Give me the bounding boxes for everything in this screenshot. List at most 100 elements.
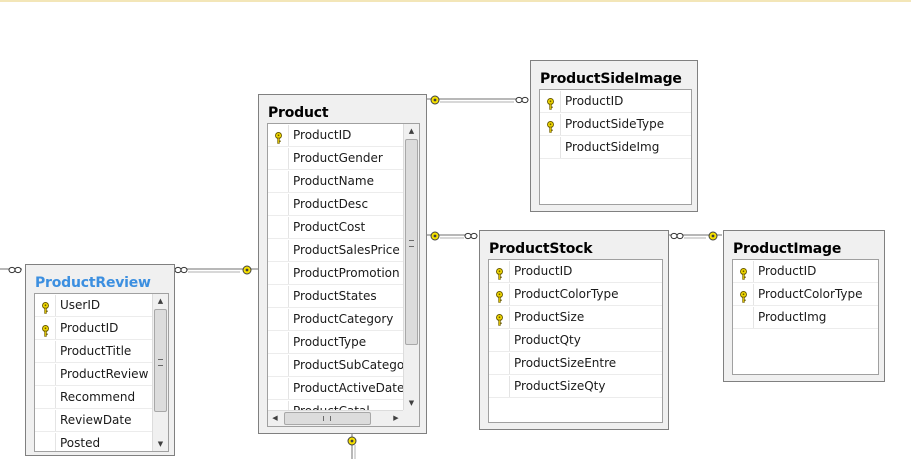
link-productstock-productimage[interactable] — [669, 231, 722, 241]
column-name: ProductCategory — [293, 312, 394, 326]
row-divider — [268, 399, 403, 400]
link-product-productstock[interactable] — [427, 231, 478, 241]
row-selector[interactable] — [268, 355, 289, 376]
link-product-productreview[interactable] — [174, 265, 258, 275]
row-selector[interactable] — [35, 341, 56, 362]
column-row[interactable]: ProductID — [733, 260, 878, 283]
column-row[interactable]: ProductCost — [268, 216, 403, 239]
column-row[interactable]: ProductSizeQty — [489, 375, 662, 398]
row-selector[interactable] — [268, 309, 289, 330]
table-title: ProductReview — [35, 275, 151, 291]
row-selector[interactable] — [540, 137, 561, 158]
column-row[interactable]: ReviewDate — [35, 409, 152, 432]
column-row[interactable]: ProductID — [35, 317, 152, 340]
row-selector[interactable] — [733, 261, 754, 282]
column-name: ProductID — [514, 264, 573, 278]
row-selector[interactable] — [268, 286, 289, 307]
column-row[interactable]: ProductSalesPrice — [268, 239, 403, 262]
row-selector[interactable] — [268, 217, 289, 238]
column-row[interactable]: ProductGender — [268, 147, 403, 170]
row-selector[interactable] — [268, 263, 289, 284]
scroll-thumb[interactable] — [154, 309, 167, 412]
row-selector[interactable] — [733, 284, 754, 305]
row-selector[interactable] — [268, 332, 289, 353]
scroll-up-icon[interactable]: ▲ — [408, 127, 415, 135]
row-selector[interactable] — [489, 330, 510, 351]
link-offscreen-bottom[interactable] — [347, 433, 357, 459]
column-row[interactable]: ProductReview — [35, 363, 152, 386]
row-selector[interactable] — [268, 240, 289, 261]
column-row[interactable]: ProductColorType — [733, 283, 878, 306]
column-row[interactable]: ProductID — [489, 260, 662, 283]
column-row[interactable]: ProductID — [540, 90, 691, 113]
row-selector[interactable] — [540, 91, 561, 112]
scroll-right-icon[interactable]: ▶ — [393, 414, 399, 422]
row-selector[interactable] — [489, 284, 510, 305]
scroll-down-icon[interactable]: ▼ — [408, 399, 415, 407]
column-row[interactable]: Recommend — [35, 386, 152, 409]
column-row[interactable]: ProductImg — [733, 306, 878, 329]
column-row[interactable]: ProductSideImg — [540, 136, 691, 159]
row-selector[interactable] — [268, 148, 289, 169]
scroll-thumb[interactable] — [284, 412, 371, 425]
row-selector[interactable] — [268, 194, 289, 215]
scroll-thumb[interactable] — [405, 139, 418, 345]
vertical-scrollbar[interactable]: ▲▼ — [403, 124, 419, 410]
column-row[interactable]: ProductSubCategory — [268, 354, 416, 377]
row-selector[interactable] — [489, 376, 510, 397]
row-selector[interactable] — [489, 307, 510, 328]
column-row[interactable]: ProductType — [268, 331, 403, 354]
row-divider — [268, 261, 403, 262]
link-offscreen-left[interactable] — [0, 266, 22, 274]
scroll-down-icon[interactable]: ▼ — [157, 440, 164, 448]
row-selector[interactable] — [489, 353, 510, 374]
scroll-up-icon[interactable]: ▲ — [157, 297, 164, 305]
row-selector[interactable] — [35, 364, 56, 385]
row-selector[interactable] — [733, 307, 754, 328]
row-selector[interactable] — [268, 378, 289, 399]
vertical-scrollbar[interactable]: ▲▼ — [152, 294, 168, 451]
row-selector[interactable] — [35, 318, 56, 339]
column-row[interactable]: ProductSize — [489, 306, 662, 329]
column-row[interactable]: UserID — [35, 294, 152, 317]
column-row[interactable]: ProductQty — [489, 329, 662, 352]
row-selector[interactable] — [35, 295, 56, 316]
column-name: ProductSizeEntre — [514, 356, 617, 370]
column-row[interactable]: ProductSideType — [540, 113, 691, 136]
column-row[interactable]: ProductSizeEntre — [489, 352, 662, 375]
column-name: ProductColorType — [514, 287, 619, 301]
column-name: ProductSize — [514, 310, 585, 324]
row-selector[interactable] — [489, 261, 510, 282]
column-row[interactable]: ProductName — [268, 170, 403, 193]
row-selector[interactable] — [268, 125, 289, 146]
row-selector[interactable] — [540, 114, 561, 135]
column-row[interactable]: ProductDesc — [268, 193, 403, 216]
column-row[interactable]: ProductActiveDate — [268, 377, 404, 400]
horizontal-scrollbar[interactable]: ◀▶ — [268, 410, 403, 426]
row-divider — [540, 135, 691, 136]
column-row[interactable]: ProductTitle — [35, 340, 152, 363]
column-row[interactable]: ProductStates — [268, 285, 403, 308]
column-row[interactable]: ProductColorType — [489, 283, 662, 306]
column-name: ProductSubCategory — [293, 358, 417, 372]
link-product-productsideimage[interactable] — [427, 95, 529, 105]
column-row[interactable]: Posted — [35, 432, 152, 451]
row-selector[interactable] — [268, 171, 289, 192]
column-row[interactable]: ProductCategory — [268, 308, 403, 331]
column-row[interactable]: ProductID — [268, 124, 403, 147]
column-row[interactable]: ProductPromotion — [268, 262, 403, 285]
row-selector[interactable] — [35, 433, 56, 451]
row-selector[interactable] — [35, 387, 56, 408]
row-selector[interactable] — [35, 410, 56, 431]
scroll-left-icon[interactable]: ◀ — [272, 414, 278, 422]
